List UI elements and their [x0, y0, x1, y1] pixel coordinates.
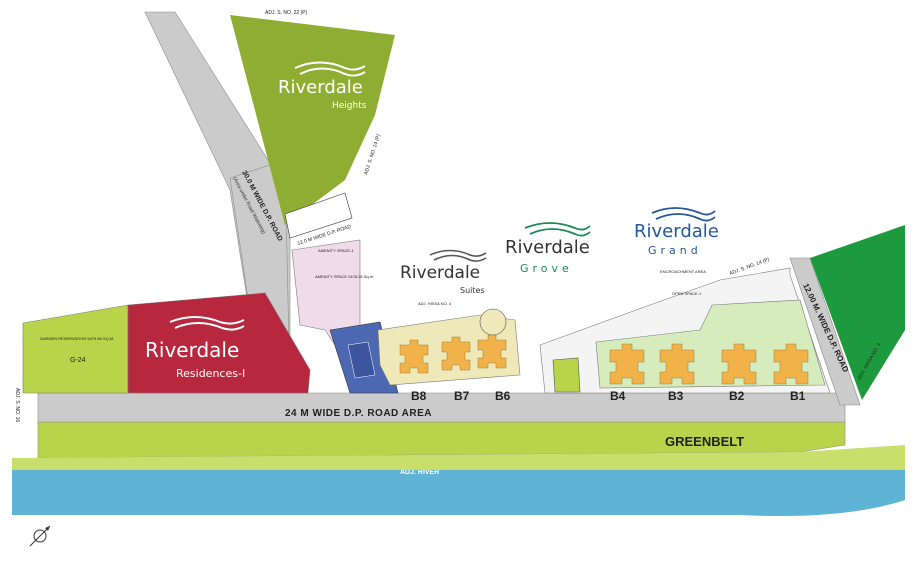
suites-swoosh	[429, 249, 487, 262]
grand-b3-label: B3	[668, 389, 684, 403]
grove-brand-sub: Grove	[520, 262, 573, 275]
suites-pool	[479, 308, 507, 336]
adj-right-top-label: ADJ. S. NO. 14 (P)	[363, 133, 382, 175]
grand-small-plot	[552, 357, 581, 393]
heights-brand-name: Riverdale	[278, 77, 363, 98]
building-labels-grand: B4 B3 B2 B1	[610, 389, 806, 403]
grand-lawn	[595, 299, 826, 389]
heights-brand-sub: Heights	[332, 101, 367, 111]
residences-brand-sub: Residences-I	[176, 367, 245, 380]
north-arrow-icon	[29, 525, 51, 547]
grand-towers	[609, 343, 809, 385]
suites-towers	[399, 334, 507, 374]
suites-brand-sub: Suites	[460, 286, 485, 295]
grand-b4-label: B4	[610, 389, 626, 403]
suites-b7-label: B7	[454, 389, 470, 403]
river-label: ADJ. RIVER	[400, 469, 439, 476]
garden-reservation	[22, 304, 129, 394]
main-road	[37, 392, 846, 423]
adj-top-label: ADJ. S. NO. 22 (P)	[265, 10, 308, 16]
residences-swoosh	[169, 316, 245, 331]
heights-plot	[230, 15, 395, 225]
blue-tower	[347, 341, 376, 379]
open-space-label: OPEN SPACE-1	[672, 291, 702, 296]
grove-swoosh	[524, 222, 591, 237]
suites-b6-label: B6	[495, 389, 511, 403]
residences-brand-name: Riverdale	[145, 338, 239, 362]
garden-label: GARDEN RESERVATION 5479.66 SQ.M.	[40, 336, 114, 341]
suites-brand-name: Riverdale	[400, 263, 480, 283]
amenity1-label: AMENITY SPACE-1	[318, 248, 354, 253]
grand-brand-name: Riverdale	[634, 221, 719, 242]
right-road	[789, 257, 861, 406]
building-labels-suites: B8 B7 B6	[411, 389, 511, 403]
heights-swoosh	[294, 61, 366, 77]
river-band	[12, 470, 905, 517]
small-plot	[284, 192, 353, 239]
g24-label: G-24	[70, 357, 86, 364]
greenbelt-edge	[12, 445, 905, 470]
residences-plot	[127, 292, 311, 394]
right-green-plot	[810, 225, 905, 400]
grand-brand-sub: Grand	[648, 244, 702, 257]
grand-b1-label: B1	[790, 389, 806, 403]
grand-swoosh	[651, 207, 716, 222]
hissa-label: ADJ. HISSA NO. 4	[418, 301, 452, 306]
amenity-space-label: AMENITY SPACE 2478.25 Sq.m.	[315, 274, 374, 279]
grand-b2-label: B2	[729, 389, 745, 403]
greenbelt-label: GREENBELT	[665, 434, 744, 449]
grove-brand-name: Riverdale	[505, 237, 590, 258]
adj-left-label: ADJ. S. NO. 16	[14, 388, 20, 422]
main-road-label: 24 M WIDE D.P. ROAD AREA	[285, 408, 432, 419]
encroach-label: ENCROACHMENT AREA	[660, 269, 706, 274]
suites-b8-label: B8	[411, 389, 427, 403]
